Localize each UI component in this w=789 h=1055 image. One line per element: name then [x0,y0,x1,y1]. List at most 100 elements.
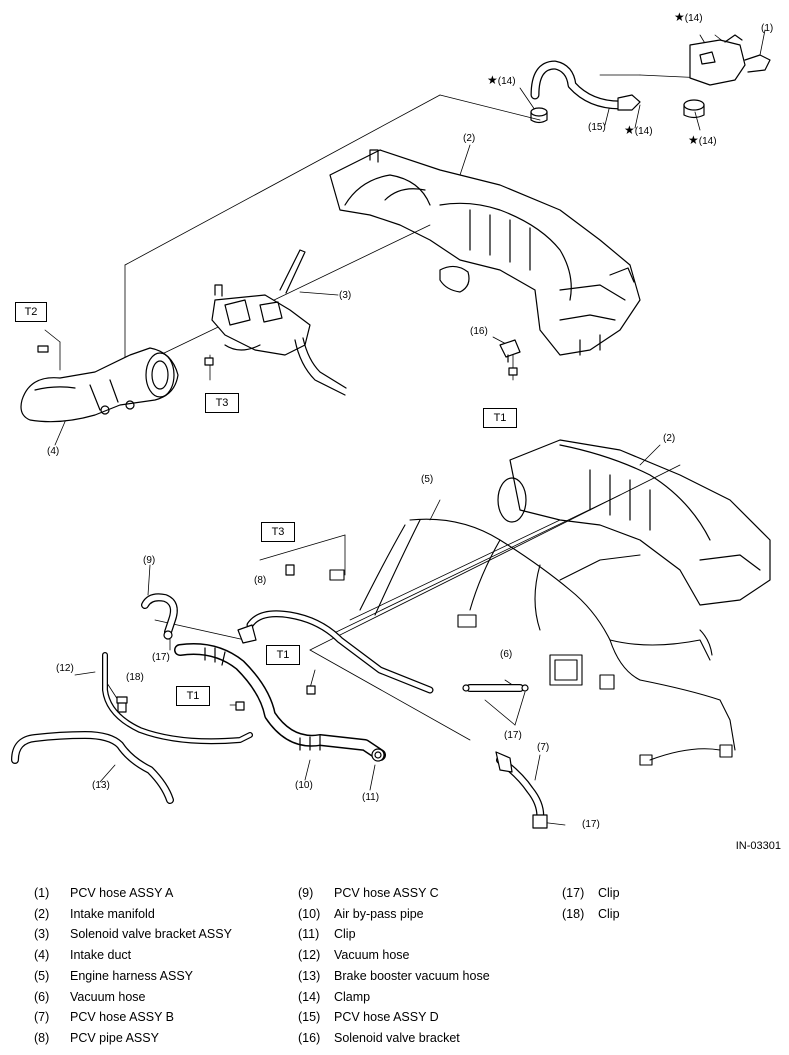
intake-duct [20,347,179,423]
callout-8: (8) [254,575,267,586]
torque-box-t1-left: T1 [176,686,210,706]
legend-item-label: PCV hose ASSY C [334,886,439,900]
clip-18 [116,696,128,704]
legend-item-label: Solenoid valve bracket ASSY [70,927,232,942]
callout-6: (6) [500,649,513,660]
pcv-pipe-assy [237,610,434,694]
callout-17-left: (17) [152,652,170,663]
legend-item-label: Clamp [334,989,371,1004]
star-icon: ★ [624,123,635,137]
legend-item: (5) Engine harness ASSY [34,969,284,987]
intake-manifold-top [329,149,641,356]
callout-5: (5) [421,474,434,485]
legend-item-label: Air by-pass pipe [334,906,424,921]
legend-item-label: PCV hose ASSY D [334,1010,439,1025]
legend-item: (7) PCV hose ASSY B [34,1010,284,1028]
legend-item-label: Solenoid valve bracket [334,1030,460,1045]
legend-item: (10) Air by-pass pipe [298,907,548,925]
air-bypass-pipe [174,643,386,761]
bolts-top [37,345,518,376]
legend-item-number: (6) [34,989,50,1004]
legend-item-number: (8) [34,1030,50,1045]
legend-item-label: PCV hose ASSY B [70,1010,174,1025]
legend-item: (14) Clamp [298,990,548,1008]
torque-box-t2: T2 [15,302,47,322]
legend-item-label: Clip [334,927,356,942]
star-icon: ★ [487,73,498,87]
legend-item-number: (10) [298,906,321,921]
legend-item: (4)Intake duct [34,948,284,966]
solenoid-valve-bracket-assy [211,249,347,396]
parts-legend: (1) PCV hose ASSY A (2) Intake manifold (3) S… [0,882,789,1052]
legend-item: (2) Intake manifold [34,907,284,925]
vacuum-hose-6 [462,684,529,692]
torque-box-t1-top: T1 [483,408,517,428]
pcv-hose-assy-a [689,34,771,86]
legend-item-number: (7) [34,1010,50,1025]
legend-item-label: Intake manifold [70,906,155,921]
legend-item: (17)Clip [562,886,789,904]
torque-box-t3-bottom: T3 [261,522,295,542]
legend-item-label: Engine harness ASSY [70,968,193,983]
callout-9: (9) [143,555,156,566]
callout-17-mid: (17) [504,730,522,741]
solenoid-valve-bracket [499,339,521,363]
legend-item: (12)Vacuum hose [298,948,548,966]
legend-item: (15) PCV hose ASSY D [298,1010,548,1028]
legend-item-number: (1) [34,886,50,900]
callout-15: (15) [588,122,606,133]
callout-4: (4) [47,446,60,457]
star-icon: ★ [688,133,699,147]
callout-10: (10) [295,780,313,791]
legend-item-number: (15) [298,1010,321,1025]
legend-item-number: (13) [298,968,321,983]
legend-item-number: (11) [298,927,320,942]
legend-item-number: (3) [34,927,50,942]
legend-item-number: (18) [562,906,585,921]
legend-item-number: (12) [298,948,321,963]
legend-item: (9) PCV hose ASSY C [298,886,548,904]
torque-box-t3-top: T3 [205,393,239,413]
callout-12: (12) [56,663,74,674]
legend-item-number: (9) [298,886,314,900]
callout-16: (16) [470,326,488,337]
callout-17-right: (17) [582,819,600,830]
legend-item-label: PCV hose ASSY A [70,886,174,900]
legend-item: (18) Clip [562,907,789,925]
callout-14-star-left: ★(14) [487,73,516,87]
legend-item-number: (16) [298,1030,321,1045]
callout-1: (1) [761,23,774,34]
legend-item: (16) Solenoid valve bracket [298,1031,548,1049]
callout-14-star-right: ★(14) [688,133,717,147]
legend-item-number: (2) [34,906,50,921]
legend-item-number: (14) [298,989,321,1004]
callout-13: (13) [92,780,110,791]
intake-manifold-bottom [497,439,771,606]
legend-item: (6) Vacuum hose [34,990,284,1008]
callout-14-star-top: ★(14) [674,10,703,24]
leader-lines-bottom [74,444,681,826]
legend-item-label: Clip [598,906,620,921]
legend-item: (13) Brake booster vacuum hose [298,969,548,987]
legend-item-number: (5) [34,968,50,983]
legend-item-label: Vacuum hose [70,989,146,1004]
exploded-view-drawing [11,29,771,829]
legend-item-label: Intake duct [70,948,132,963]
legend-item: (3) Solenoid valve bracket ASSY [34,927,284,945]
vacuum-hose-12 [102,652,253,745]
pcv-hose-assy-d [530,60,641,111]
callout-14-star-mid: ★(14) [624,123,653,137]
legend-item-number: (17) [562,886,585,900]
legend-item: (11) Clip [298,927,548,945]
engine-harness-assy [329,518,736,766]
callout-11: (11) [362,792,380,803]
clip-11 [371,748,385,762]
callout-3: (3) [339,290,352,301]
bolts-bottom [235,564,316,711]
pcv-hose-assy-b [495,751,548,829]
torque-box-t1-mid: T1 [266,645,300,665]
figure-id: IN-03301 [735,840,781,852]
clamp-14 [530,99,705,124]
star-icon: ★ [674,10,685,24]
legend-item-label: Brake booster vacuum hose [334,968,490,983]
